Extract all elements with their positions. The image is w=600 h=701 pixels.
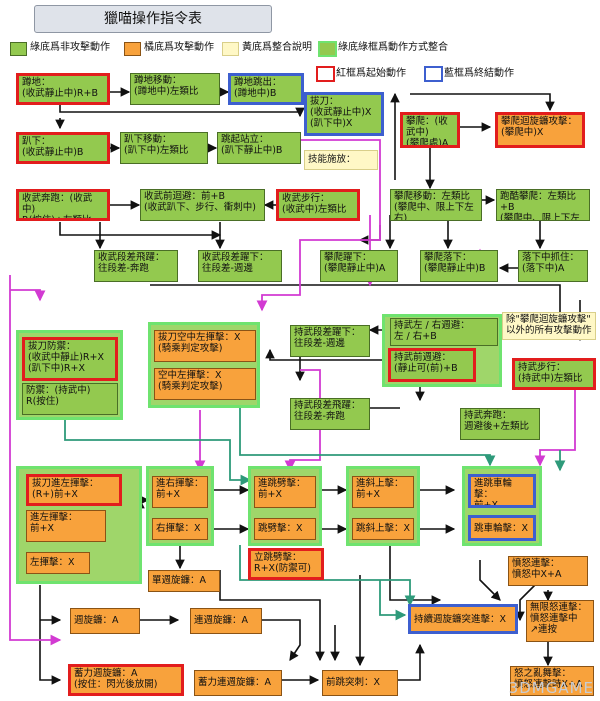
- node-ledge-jump-run: 收武段差飛躍： 往段差-奔跑: [94, 250, 178, 282]
- node-armed-ledge-drop: 持武段差躍下： 往段差-週邊: [290, 325, 370, 357]
- node-ledge-drop-walk: 收武段差躍下： 往段差-週邊: [198, 250, 282, 282]
- node-single-spin: 單週旋鐮：A: [148, 570, 220, 592]
- node-sheathe-roll: 收武前迴避：前+B (收武趴下、步行、衝刺中): [140, 189, 265, 221]
- node-crouch-jump: 蹲地跳出： (蹲地中)B: [228, 73, 304, 105]
- legend-swatch-yellow: [222, 42, 239, 56]
- node-wheel-atk: 跳車輪擊：X: [468, 515, 536, 541]
- chart-title: 獵喵操作指令表: [34, 5, 272, 33]
- legend-swatch-blue-frame: [424, 66, 443, 82]
- node-armed-run: 持武奔跑： 週避後+左類比: [460, 408, 540, 440]
- node-rise-atk-fwd: 進斜上擊： 前+X: [352, 476, 414, 508]
- node-right-atk: 右揮擊：X: [152, 518, 208, 540]
- node-air-left-atk2: 空中左揮擊：X (騎乘判定攻擊): [154, 368, 256, 400]
- node-sheathe-run: 收武奔跑：(收武中) R(按住)+左類比: [16, 189, 110, 221]
- node-left-atk-fwd: 進左揮擊： 前+X: [26, 510, 106, 542]
- legend-start: 紅框爲起始動作: [336, 68, 406, 79]
- node-climb-drop: 攀爬落下： (攀爬靜止中)B: [420, 250, 498, 282]
- watermark: 3DMGAME: [508, 679, 594, 697]
- node-prone-move: 趴下移動： (趴下中)左類比: [120, 132, 208, 164]
- node-rise-atk: 跳斜上擊：X: [352, 518, 414, 540]
- node-jump-atk: 跳劈擊：X: [254, 518, 316, 540]
- node-sheathe-walk: 收武步行： (收武中)左類比: [276, 189, 360, 221]
- node-prone: 趴下： (收武靜止中)B: [16, 132, 110, 164]
- node-stand-jump: 立跳劈擊： R+X(防禦可): [248, 548, 324, 580]
- legend-attack: 橘底爲攻擊動作: [144, 42, 214, 53]
- node-charge-spin: 蓄力週旋鐮：A (按住：閃光後放開): [68, 664, 184, 696]
- node-draw-left-atk: 拔刀進左揮擊： (R+)前+X: [26, 474, 122, 506]
- node-guard-draw: 拔刀防禦： (收武中靜止)R+X (趴下中)R+X: [22, 337, 118, 381]
- node-hold-spin-rush: 持續週旋鐮突進擊：X: [408, 604, 518, 634]
- node-front-jump: 前跳突刺：X: [322, 670, 398, 696]
- node-climb-roll-atk: 攀爬迴旋鐮攻擊： (攀爬中)X: [495, 112, 585, 148]
- node-end-combo: 怒之亂舞擊： 憤怒連擊時X+A: [510, 666, 594, 696]
- node-armed-ledge-jump: 持武段差飛躍： 往段差-奔跑: [290, 398, 370, 430]
- legend-swatch-orange: [124, 42, 141, 56]
- node-spin: 週旋鐮：A: [70, 608, 140, 634]
- node-armed-step: 持武左 / 右週避： 左 / 右+B: [390, 318, 498, 346]
- node-note-except: 除"攀爬迴旋鐮攻擊" 以外的所有攻擊動作: [502, 312, 596, 340]
- node-skill: 技能施放：R+Y: [304, 150, 378, 170]
- legend-note: 黃底爲整合說明: [242, 42, 312, 53]
- node-left-atk: 左揮擊：X: [26, 552, 90, 574]
- node-wheel-atk-fwd: 進跳車輪擊： 前+X: [468, 474, 536, 508]
- node-climb-move: 攀爬移動：左類比 (攀爬中、限上下左右): [390, 189, 482, 221]
- node-rage-atk: 憤怒連擊： 憤怒中X+A: [508, 556, 588, 586]
- legend-swatch-green: [10, 42, 27, 56]
- node-guard-hold: 防禦：(持武中) R(按住): [22, 383, 118, 415]
- node-inf-rage: 無限怒連擊： 憤怒連擊中 ↗連按: [526, 600, 594, 642]
- node-prone-stand: 跳起站立： (趴下靜止中)B: [217, 132, 301, 164]
- node-jump-atk-fwd: 進跳劈擊： 前+X: [254, 476, 316, 508]
- legend-non-attack: 綠底爲非攻擊動作: [30, 42, 110, 53]
- node-cont-spin: 連週旋鐮：A: [190, 608, 262, 634]
- node-charge-cont-spin: 蓄力連週旋鐮：A: [194, 670, 282, 696]
- node-air-left-atk: 拔刀空中左揮擊：X (騎乘判定攻擊): [154, 330, 256, 362]
- node-crouch: 蹲地： (收武靜止中)R+B: [16, 73, 110, 105]
- legend-end: 藍框爲終結動作: [444, 68, 514, 79]
- node-armed-walk: 持武步行： (持武中)左類比: [512, 358, 596, 390]
- node-armed-roll: 持武前週避： (靜止可(前)+B: [388, 348, 476, 382]
- node-crouch-move: 蹲地移動： (蹲地中)左類比: [130, 73, 220, 105]
- node-climb: 攀爬：(收武中) (攀爬處)A: [400, 112, 460, 148]
- node-climb-dash: 跑酷攀爬：左類比+B (攀爬中、限上下左右): [496, 189, 590, 221]
- legend-swatch-red-frame: [316, 66, 335, 82]
- node-right-atk-fwd: 進右揮擊： 前+X: [152, 476, 208, 508]
- node-climb-jump: 攀爬躍下： (攀爬靜止中)A: [320, 250, 398, 282]
- legend-swatch-green-frame: [318, 41, 337, 57]
- legend-integration: 綠底綠框爲動作方式整合: [338, 42, 448, 53]
- node-draw-blade: 拔刀： (收武靜止中)X (趴下中)X: [304, 92, 384, 136]
- node-fall-grab: 落下中抓住： (落下中)A: [518, 250, 588, 282]
